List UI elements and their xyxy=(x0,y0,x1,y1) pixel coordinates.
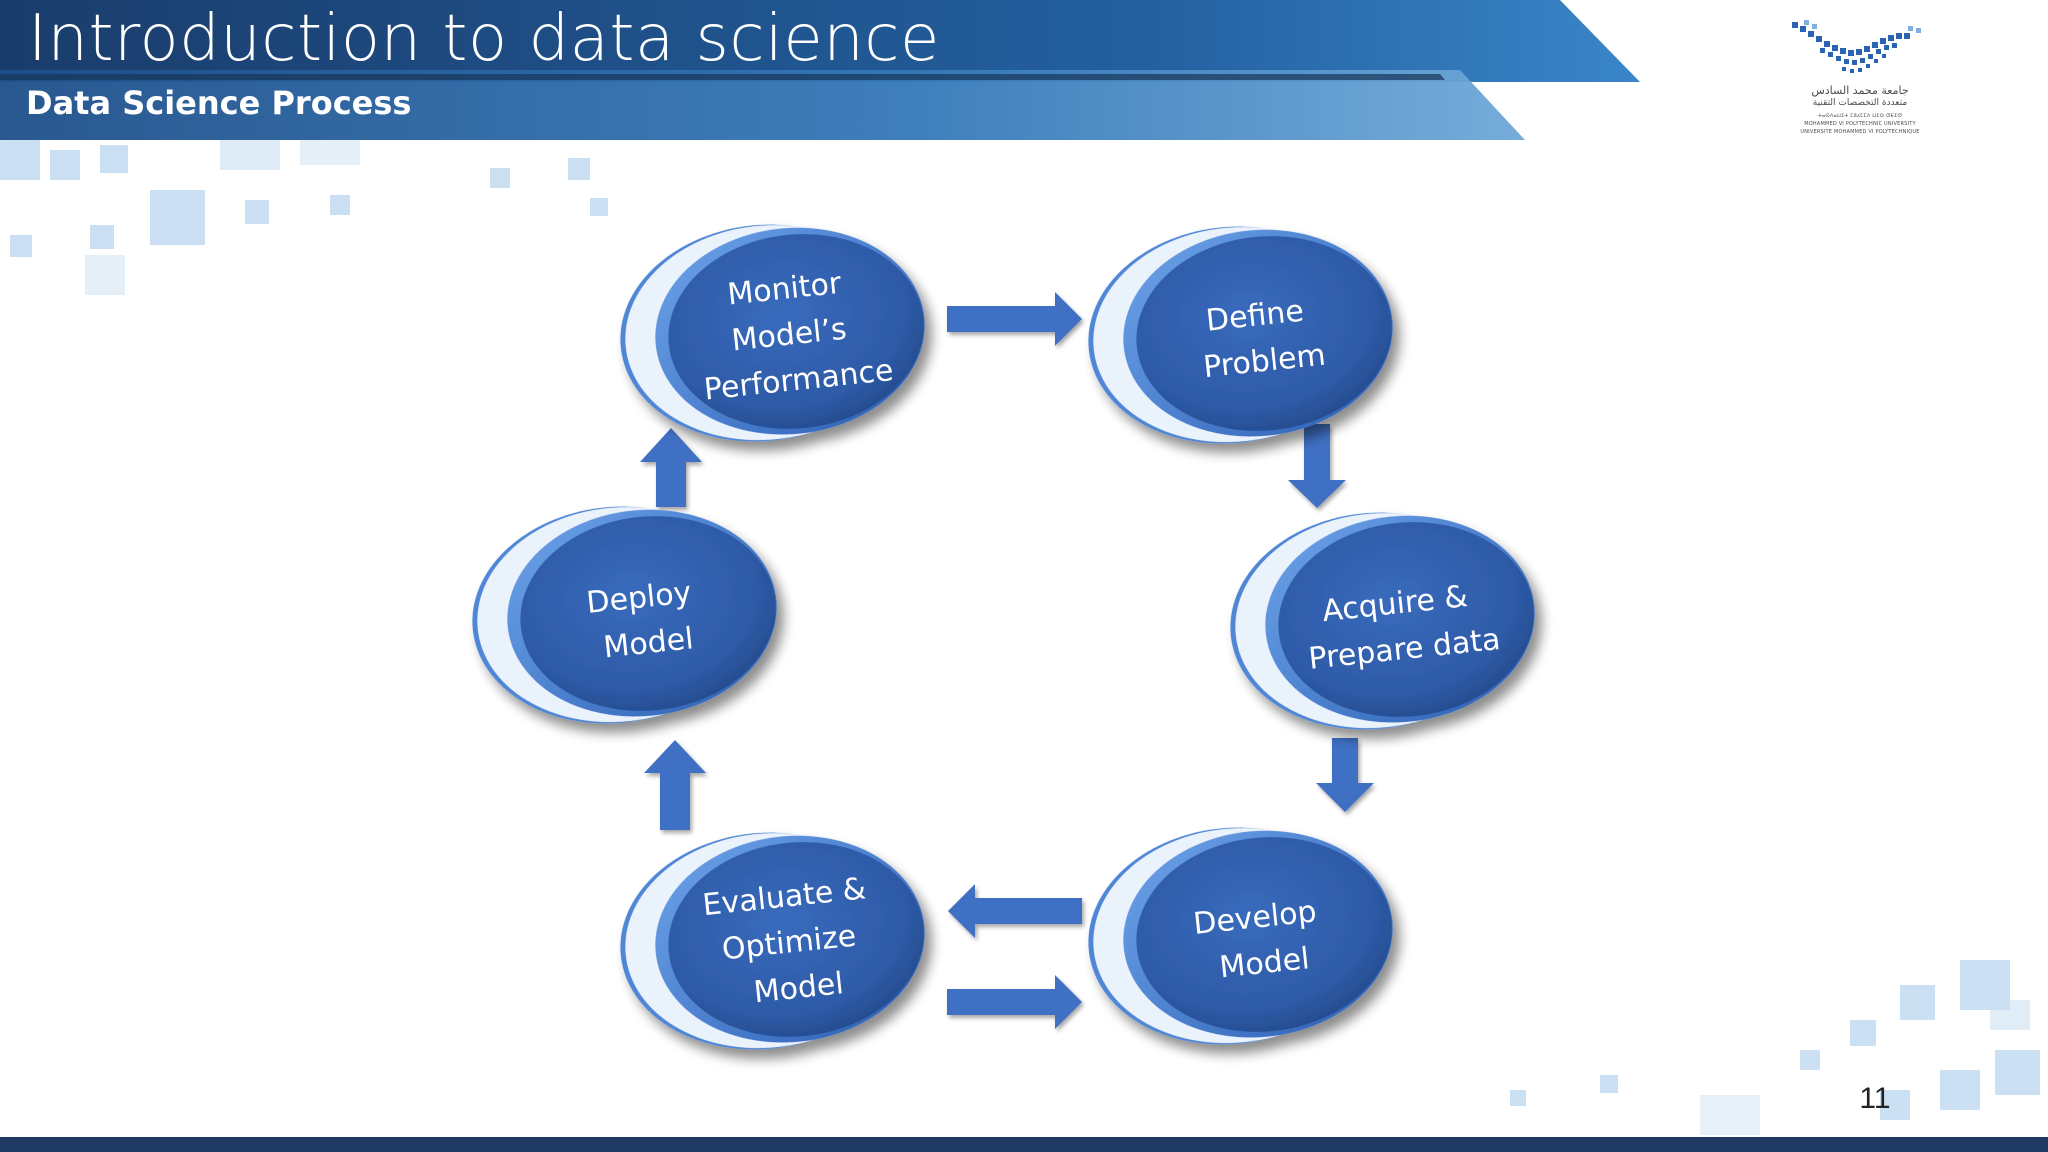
footer-bar xyxy=(0,1137,2048,1152)
logo-arabic-line1: جامعة محمد السادس xyxy=(1811,84,1909,97)
arrow-develop-to-evaluate xyxy=(948,884,1082,938)
node-evaluate xyxy=(620,832,925,1050)
logo-latin-line2: UNIVERSITE MOHAMMED VI POLYTECHNIQUE xyxy=(1800,129,1920,135)
node-deploy xyxy=(472,506,777,724)
label-define: Define Problem xyxy=(1197,292,1327,385)
page-number: 11 xyxy=(1859,1082,1891,1115)
decorative-squares-bottom xyxy=(1510,960,2040,1135)
logo-latin-line1: MOHAMMED VI POLYTECHNIC UNIVERSITY xyxy=(1804,121,1916,127)
arrows-layer xyxy=(640,292,1374,1029)
slide-title: Introduction to data science xyxy=(28,2,940,76)
arrow-deploy-to-monitor xyxy=(640,428,702,507)
logo-arabic-line2: متعددة التخصصات التقنية xyxy=(1812,98,1908,108)
node-monitor xyxy=(620,224,925,442)
arrow-monitor-to-define xyxy=(947,292,1082,346)
header-banner xyxy=(0,0,1640,295)
arrow-define-to-acquire xyxy=(1288,424,1346,508)
node-acquire xyxy=(1230,512,1535,730)
arrow-evaluate-to-develop xyxy=(947,975,1082,1029)
arrow-acquire-to-develop xyxy=(1316,738,1374,812)
decorative-squares xyxy=(0,140,608,295)
university-logo: جامعة محمد السادس متعددة التخصصات التقني… xyxy=(1790,18,1930,138)
logo-wave-icon xyxy=(1792,20,1921,73)
node-define xyxy=(1088,226,1393,444)
arrow-evaluate-to-deploy xyxy=(644,740,706,830)
slide-subtitle: Data Science Process xyxy=(26,84,412,122)
node-develop xyxy=(1088,827,1393,1045)
logo-latin-line3: ⵜⴰⵙⴷⴰⵡⵉⵜ ⵎⵓⵃⵎⵎⴷ ⵡⵉⵙ ⵚⴹⵉⵚ xyxy=(1817,113,1903,119)
